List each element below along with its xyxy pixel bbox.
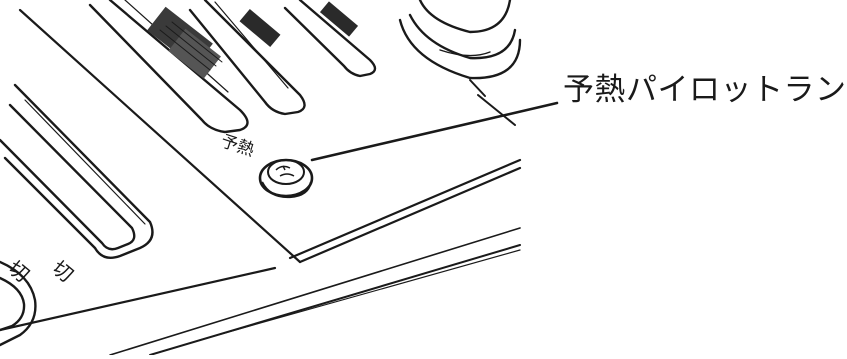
ribbed-switch [147, 6, 223, 79]
slot-track-upper [0, 83, 154, 259]
slot-track-lower [0, 260, 37, 347]
callout-label: 予熱パイロットランプ [563, 72, 847, 108]
switch-label-plate [239, 9, 281, 47]
switch-label-plate [319, 1, 359, 37]
off-label-1: 切 [47, 256, 78, 287]
panel-edge-right [469, 79, 516, 126]
preheat-label: 予熱 [218, 131, 257, 161]
panel-edges [0, 8, 522, 356]
dial-knob-icon [398, 0, 522, 80]
top-control-strip [88, 0, 377, 134]
preheat-lamp-icon [258, 158, 314, 199]
callout-leader-line [310, 101, 559, 162]
